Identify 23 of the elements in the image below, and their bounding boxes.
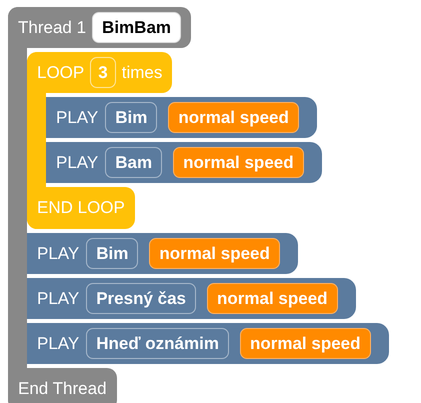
block-label: LOOP [37,62,84,82]
sound-field: Presný čas [86,283,196,314]
block-label: PLAY [56,152,98,172]
block-label: PLAY [37,334,80,354]
thread-block [8,7,389,403]
block-label: PLAY [37,244,80,264]
block-label: times [122,62,162,82]
sound-field: Bam [105,147,162,178]
block-label: END LOOP [37,198,125,218]
speed-dropdown: normal speed [149,238,280,269]
sound-field: Bim [105,102,158,133]
speed-dropdown: normal speed [240,328,371,359]
block-label: Thread 1 [18,18,86,38]
sound-field: Bim [86,238,138,269]
block-label: PLAY [56,108,98,128]
speed-dropdown: normal speed [168,102,299,133]
block-label: PLAY [37,288,80,308]
count-field: 3 [90,57,116,88]
name-field: BimBam [92,12,182,43]
block-label: End Thread [18,379,107,399]
sound-field: Hneď oznámim [86,328,229,359]
speed-dropdown: normal speed [207,283,338,314]
speed-dropdown: normal speed [173,147,304,178]
